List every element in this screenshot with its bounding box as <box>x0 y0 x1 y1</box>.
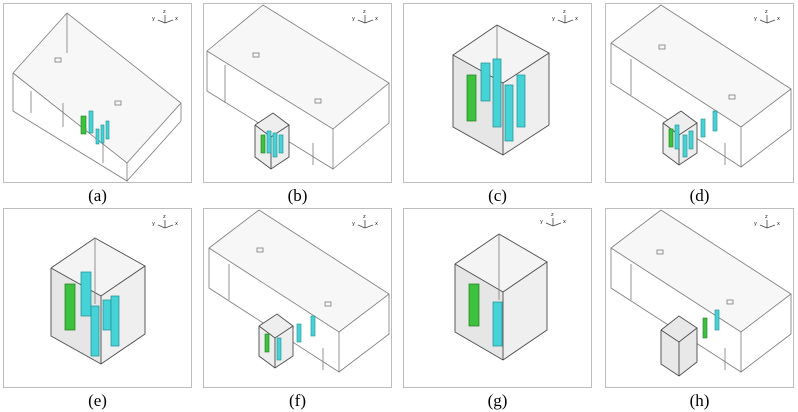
panel-g: y z x <box>403 208 592 388</box>
panel-e: y z x <box>3 208 192 388</box>
panel-f: y z x <box>203 208 392 388</box>
svg-text:z: z <box>551 212 554 218</box>
svg-text:x: x <box>575 16 578 22</box>
room-diagram-f: y z x <box>203 208 392 388</box>
svg-text:z: z <box>363 214 366 220</box>
axis-triad-icon: y z x <box>352 214 378 229</box>
axis-triad-icon: y z x <box>552 9 578 24</box>
caption-e: (e) <box>88 391 107 410</box>
svg-text:x: x <box>375 16 378 22</box>
room-diagram-d: y z x <box>605 3 794 183</box>
room-diagram-a: y z x <box>3 3 192 183</box>
svg-text:y: y <box>540 219 543 225</box>
svg-text:z: z <box>163 214 166 220</box>
room-diagram-c: y z x <box>403 3 592 183</box>
svg-text:x: x <box>375 221 378 227</box>
svg-text:z: z <box>765 9 768 15</box>
panel-h: y z x <box>605 208 794 388</box>
svg-text:y: y <box>352 16 355 22</box>
svg-text:x: x <box>175 16 178 22</box>
axis-triad-icon: y z x <box>754 9 780 24</box>
room-diagram-b: y z x <box>203 3 392 183</box>
panel-b: y z x <box>203 3 392 183</box>
room-diagram-h: y z x <box>605 208 794 388</box>
svg-text:z: z <box>363 9 366 15</box>
svg-text:y: y <box>152 221 155 227</box>
svg-text:y: y <box>152 16 155 22</box>
svg-text:x: x <box>175 221 178 227</box>
caption-d: (d) <box>689 186 710 205</box>
svg-text:y: y <box>754 221 757 227</box>
svg-text:z: z <box>163 9 166 15</box>
axis-triad-icon: y z x <box>352 9 378 24</box>
caption-g: (g) <box>487 391 508 410</box>
caption-c: (c) <box>488 186 507 205</box>
svg-text:z: z <box>765 214 768 220</box>
svg-text:x: x <box>777 16 780 22</box>
axis-triad-icon: y z x <box>152 9 178 24</box>
caption-b: (b) <box>287 186 308 205</box>
panel-d: y z x <box>605 3 794 183</box>
panel-a: y z x <box>3 3 192 183</box>
room-diagram-g: y z x <box>403 208 592 388</box>
caption-h: (h) <box>689 391 710 410</box>
svg-text:y: y <box>352 221 355 227</box>
svg-text:x: x <box>777 221 780 227</box>
axis-triad-icon: y z x <box>540 212 566 227</box>
axis-triad-icon: y z x <box>152 214 178 229</box>
room-diagram-e: y z x <box>3 208 192 388</box>
svg-text:z: z <box>563 9 566 15</box>
svg-text:y: y <box>552 16 555 22</box>
axis-triad-icon: y z x <box>754 214 780 229</box>
caption-a: (a) <box>88 186 107 205</box>
svg-text:y: y <box>754 16 757 22</box>
svg-text:x: x <box>563 219 566 225</box>
panel-c: y z x <box>403 3 592 183</box>
caption-f: (f) <box>289 391 306 410</box>
